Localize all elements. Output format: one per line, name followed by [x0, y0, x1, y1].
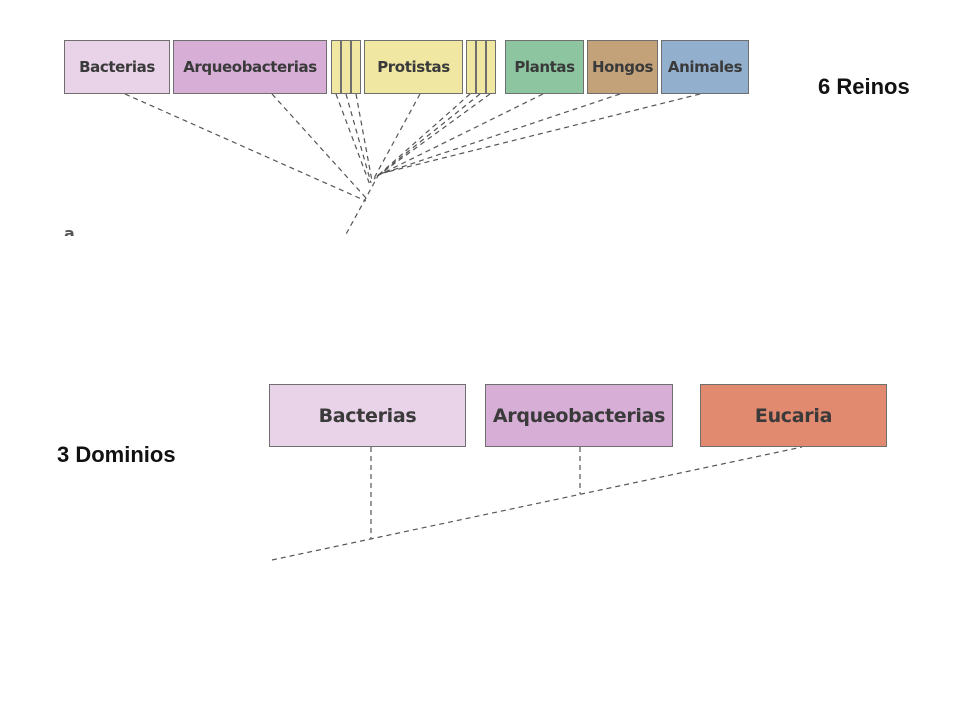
reinos-branch-protistas [372, 93, 421, 181]
reinos-branch-strip-4 [373, 93, 471, 180]
protist-strip [331, 40, 341, 94]
kingdom-box-animales: Animales [661, 40, 749, 94]
protist-strip [351, 40, 361, 94]
domain-box-bacterias: Bacterias [269, 384, 466, 447]
domain-box-eucaria: Eucaria [700, 384, 887, 447]
kingdom-box-hongos: Hongos [587, 40, 658, 94]
reinos-branch-strip-5 [374, 93, 481, 179]
dominios-main-branch [271, 446, 803, 561]
reinos-branch-strip-2 [345, 93, 372, 184]
domain-box-arqueobacterias: Arqueobacterias [485, 384, 673, 447]
protist-strip [466, 40, 476, 94]
reinos-branch-hongos [377, 93, 621, 176]
protist-strip [476, 40, 486, 94]
reinos-branch-strip-6 [375, 93, 491, 178]
kingdom-box-plantas: Plantas [505, 40, 584, 94]
reinos-branch-arqueobacterias [271, 93, 367, 199]
kingdom-box-arqueobacterias: Arqueobacterias [173, 40, 327, 94]
reinos-branch-plantas [376, 93, 544, 177]
protist-strip [341, 40, 351, 94]
kingdom-box-bacterias: Bacterias [64, 40, 170, 94]
reinos-branch-strip-3 [355, 93, 373, 182]
reinos-branch-animales [378, 93, 701, 175]
reinos-branch-strip-1 [335, 93, 371, 186]
reinos-trunk [344, 173, 380, 237]
kingdom-box-protistas: Protistas [364, 40, 463, 94]
protist-strip [486, 40, 496, 94]
cutoff-glyph: a [64, 228, 75, 236]
six-kingdoms-title: 6 Reinos [818, 74, 910, 99]
reinos-branch-bacterias [124, 93, 367, 202]
three-domains-title: 3 Dominios [57, 442, 176, 467]
